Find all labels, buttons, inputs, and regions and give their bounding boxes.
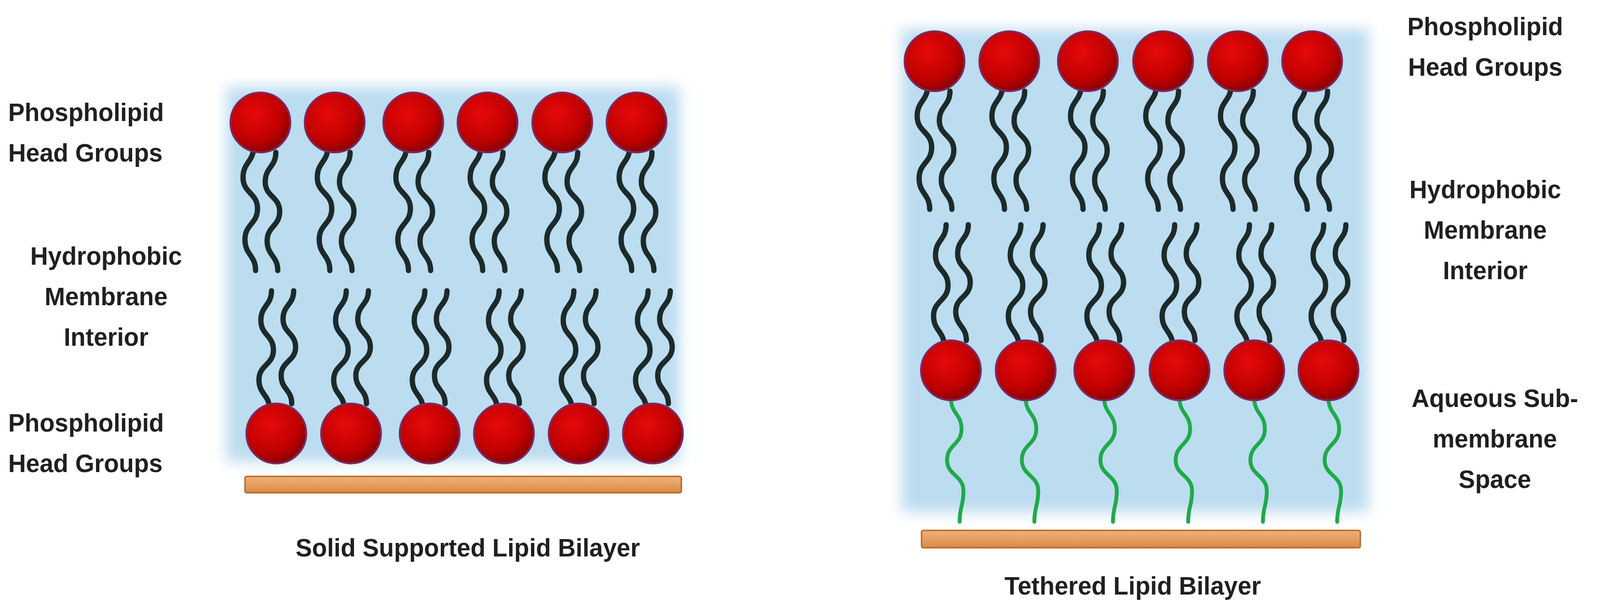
lipid-tail	[567, 152, 582, 271]
lipid-tail	[955, 224, 971, 341]
part-label: Aqueous Sub-membrane Space	[1398, 378, 1592, 501]
tether-linker	[1100, 398, 1117, 522]
lipid-head	[532, 92, 593, 153]
lipid-head	[904, 31, 965, 92]
membrane-background	[226, 86, 680, 462]
lipid-tail	[1236, 224, 1252, 347]
lipid-tail	[641, 152, 656, 271]
solid-support	[244, 476, 682, 493]
lipid-tail	[418, 152, 433, 271]
lipid-tail	[339, 152, 354, 271]
lipid-head	[230, 92, 291, 153]
tether-linker	[947, 398, 964, 522]
lipid-head	[548, 403, 609, 464]
lipid-tail	[933, 224, 949, 347]
lipid-tail	[1242, 91, 1258, 210]
lipid-tail	[1311, 224, 1326, 347]
lipid-head	[321, 403, 381, 464]
lipid-tail	[991, 85, 1007, 210]
tether-linker	[1175, 398, 1193, 522]
lipid-tail	[412, 290, 427, 410]
lipid-tail	[1294, 85, 1310, 210]
lipid-tail	[1167, 91, 1183, 210]
lipid-tail	[1220, 85, 1235, 210]
lipid-head	[1207, 31, 1268, 92]
lipid-tail	[1184, 224, 1199, 341]
lipid-tail	[1109, 224, 1124, 341]
lipid-head	[304, 92, 365, 153]
lipid-tail	[1092, 91, 1108, 210]
lipid-tail	[486, 290, 502, 410]
lipid-head	[1282, 31, 1343, 92]
lipid-tail	[561, 290, 576, 410]
lipid-head	[1149, 340, 1210, 401]
lipid-tail	[1333, 224, 1348, 341]
lipid-head	[623, 403, 683, 464]
lipid-tail	[317, 146, 332, 271]
lipid-head	[1224, 340, 1285, 401]
lipid-tail	[355, 290, 371, 404]
lipid-tail	[281, 290, 296, 404]
lipid-tail	[258, 290, 274, 410]
panel-caption: Tethered Lipid Bilayer	[988, 566, 1278, 607]
lipid-head	[383, 92, 444, 153]
lipid-head	[1074, 340, 1135, 401]
lipid-tail	[1014, 91, 1029, 210]
lipid-tail	[470, 146, 485, 271]
lipid-tail	[657, 290, 673, 404]
lipid-tail	[544, 146, 560, 271]
lipid-head	[1298, 340, 1359, 401]
part-label: Phospholipid Head Groups	[8, 92, 202, 174]
membrane-background	[901, 28, 1369, 513]
lipid-tail	[583, 290, 598, 404]
lipid-tail	[1145, 85, 1161, 210]
part-label: Hydrophobic Membrane Interior	[1393, 169, 1577, 292]
lipid-head	[474, 403, 534, 464]
solid-support	[921, 530, 1361, 548]
lipid-tail	[1316, 91, 1332, 210]
lipid-tail	[917, 85, 932, 210]
lipid-tail	[1086, 224, 1102, 347]
lipid-head	[1057, 31, 1118, 92]
panel-caption: Solid Supported Lipid Bilayer	[295, 528, 634, 569]
lipid-tail	[492, 152, 507, 271]
lipid-tail	[243, 146, 258, 271]
lipid-head	[995, 340, 1056, 401]
lipid-tail	[1162, 224, 1177, 347]
lipid-head	[457, 92, 518, 153]
lipid-head	[921, 340, 981, 401]
tether-linker	[1324, 398, 1342, 522]
part-label: Hydrophobic Membrane Interior	[19, 236, 193, 358]
lipid-head	[399, 403, 460, 464]
lipid-head	[979, 31, 1040, 92]
lipid-tail	[265, 152, 280, 271]
tether-linker	[1021, 398, 1039, 522]
lipid-head	[606, 92, 667, 153]
lipid-tail	[1008, 224, 1023, 347]
tether-linker	[1250, 398, 1267, 522]
lipid-tail	[939, 91, 954, 210]
part-label: Phospholipid Head Groups	[8, 403, 202, 485]
lipid-tail	[619, 146, 634, 271]
lipid-tail	[1259, 224, 1274, 341]
lipid-tail	[1030, 224, 1045, 341]
lipid-head	[1133, 31, 1194, 92]
part-label: Phospholipid Head Groups	[1393, 6, 1577, 88]
lipid-tail	[434, 290, 449, 404]
lipid-tail	[395, 146, 411, 271]
lipid-tail	[635, 290, 651, 410]
lipid-head	[246, 403, 307, 464]
lipid-tail	[508, 290, 524, 404]
lipid-tail	[333, 290, 349, 410]
lipid-tail	[1070, 85, 1085, 210]
